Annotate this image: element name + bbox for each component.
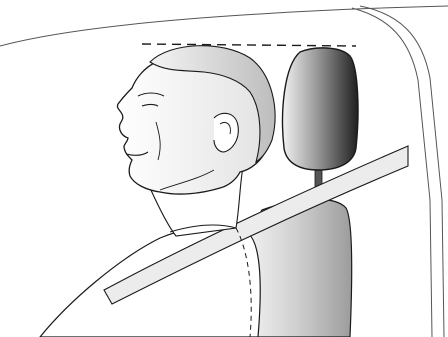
head-restraint bbox=[283, 48, 358, 170]
head-height-dashed-line bbox=[142, 44, 356, 46]
head bbox=[117, 46, 275, 194]
